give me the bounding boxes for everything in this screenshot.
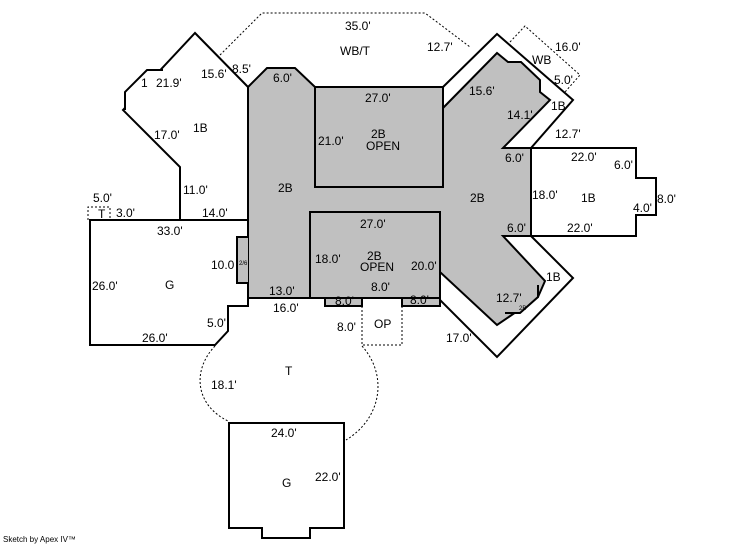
dimension-label: 12.7' [427, 40, 453, 54]
area-label: 2B [519, 306, 526, 312]
area-label: 2B [470, 191, 485, 205]
dimension-label: 21.0' [318, 134, 344, 148]
dimension-label: 4.0' [633, 201, 652, 215]
b1-bay-outline [124, 69, 163, 110]
area-label: 2/6 [239, 261, 248, 267]
area-label: 1B [581, 191, 596, 205]
area-label: T [285, 364, 293, 378]
dimension-label: 22.0' [571, 150, 597, 164]
dimension-label: 5.0' [554, 73, 573, 87]
dimension-label: 18.0' [315, 252, 341, 266]
dimension-label: 17.0' [446, 331, 472, 345]
area-label: 2B [371, 127, 386, 141]
dimension-label: 5.0' [93, 191, 112, 205]
dimension-label: 6.0' [505, 151, 524, 165]
dimension-label: 10.0 [211, 258, 235, 272]
dimension-label: 27.0' [365, 91, 391, 105]
area-label: WB [532, 53, 551, 67]
dimension-label: 15.6' [201, 67, 227, 81]
dimension-label: 27.0' [360, 217, 386, 231]
dimension-label: 24.0' [271, 426, 297, 440]
dimension-label: 8.0' [335, 294, 354, 308]
dimension-label: 15.6' [469, 84, 495, 98]
area-label: 1B [193, 121, 208, 135]
small-bay-2b [505, 285, 539, 314]
small-bay-26 [236, 236, 248, 284]
dimension-label: 22.0' [315, 470, 341, 484]
dimension-label: 8.0' [337, 320, 356, 334]
dimension-label: 5.0' [207, 316, 226, 330]
dimension-label: 20.0' [411, 259, 437, 273]
area-label: 1B [546, 270, 561, 284]
dimension-label: 16.0' [273, 301, 299, 315]
area-label: OPEN [360, 260, 394, 274]
area-label: G [165, 278, 174, 292]
area-label: 1 [141, 76, 148, 90]
dimension-label: 26.0' [92, 279, 118, 293]
area-label: 1B [551, 99, 566, 113]
dimension-label: 12.7' [496, 291, 522, 305]
dimension-label: 18.1' [211, 378, 237, 392]
dimension-label: 21.9' [156, 76, 182, 90]
area-label: 2B [278, 181, 293, 195]
dimension-label: 35.0' [345, 19, 371, 33]
dimension-label: 12.7' [555, 127, 581, 141]
dimension-label: 18.0' [532, 188, 558, 202]
dimension-label: 22.0' [567, 221, 593, 235]
dimension-label: 14.1' [507, 108, 533, 122]
g-bottom-outline [228, 422, 345, 539]
area-label: T [98, 207, 106, 221]
dimension-label: 14.0' [202, 206, 228, 220]
dimension-label: 13.0' [269, 284, 295, 298]
dimension-label: 3.0' [116, 206, 135, 220]
dimension-label: 11.0' [183, 183, 208, 197]
open-bottom-outline [309, 211, 441, 299]
dimension-label: 6.0' [273, 71, 292, 85]
area-label: WB/T [340, 44, 371, 58]
b1-right-outline [530, 147, 657, 237]
area-label: OPEN [366, 139, 400, 153]
dimension-label: 8.0' [657, 192, 676, 206]
dimension-label: 6.0' [507, 221, 526, 235]
area-label: 2B [367, 249, 382, 263]
area-label: G [282, 476, 291, 490]
t-patio-outline [199, 345, 379, 441]
dimension-label: 17.0' [154, 128, 180, 142]
area-label: OP [374, 317, 391, 331]
dimension-label: 16.0' [555, 40, 581, 54]
dimension-label: 26.0' [142, 331, 168, 345]
dimension-label: 8.0' [410, 293, 429, 307]
dimension-label: 6.0' [614, 158, 633, 172]
footer-credit: Sketch by Apex IV™ [3, 535, 76, 544]
t-small-outline [87, 206, 111, 220]
dimension-label: 8.0' [371, 280, 390, 294]
dimension-label: 33.0' [157, 224, 183, 238]
open-top-outline [314, 86, 444, 188]
dimension-label: 8.5' [232, 62, 251, 76]
wbt-outline [219, 12, 471, 56]
